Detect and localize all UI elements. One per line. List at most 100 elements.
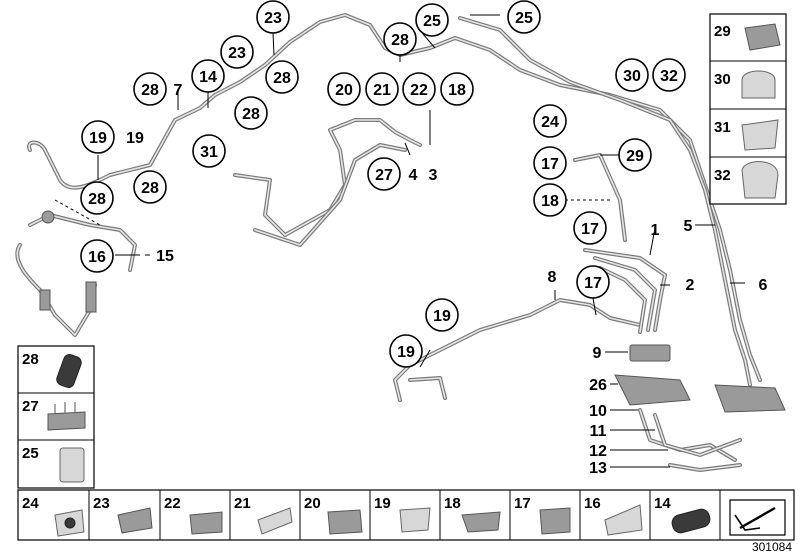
clip-30-icon (741, 70, 776, 99)
clip-29-icon (744, 23, 781, 51)
callout-14: 14 (191, 59, 225, 93)
svg-text:30: 30 (623, 68, 641, 85)
label-5: 5 (684, 218, 693, 235)
legend-30-label: 30 (714, 71, 731, 88)
label-4: 4 (409, 167, 418, 184)
legend-14-label: 14 (654, 495, 671, 512)
callout-27: 27 (367, 157, 401, 191)
legend-20-label: 20 (304, 495, 321, 512)
legend-27-label: 27 (22, 398, 39, 415)
svg-text:29: 29 (626, 148, 644, 165)
legend-28-label: 28 (22, 351, 39, 368)
side-legend: 29 30 31 32 (709, 13, 787, 205)
svg-text:27: 27 (375, 167, 393, 184)
callout-28b: 28 (265, 60, 299, 94)
label-7: 7 (174, 82, 183, 99)
label-1: 1 (651, 222, 660, 239)
hardware-parts-stack (614, 344, 786, 472)
callout-23b: 23 (220, 35, 254, 69)
callout-17a: 17 (533, 146, 567, 180)
lower-center-pipe (393, 298, 642, 402)
center-pipe-run (233, 118, 422, 247)
label-13: 13 (589, 460, 607, 477)
sleeve-28-icon (56, 354, 82, 388)
bracket-26 (614, 374, 691, 406)
clip-17-icon (539, 507, 571, 535)
sleeve-14-icon (671, 508, 711, 534)
legend-18-label: 18 (444, 495, 461, 512)
arrow-head-icon (734, 514, 761, 531)
label-2: 2 (686, 277, 695, 294)
clip-23-icon (117, 507, 153, 534)
label-11: 11 (590, 423, 607, 440)
legend-17-label: 17 (514, 495, 531, 512)
callout-32: 32 (652, 58, 686, 92)
legend-19-label: 19 (374, 495, 391, 512)
clip-20-icon (327, 509, 363, 535)
svg-text:17: 17 (541, 156, 559, 173)
svg-text:23: 23 (264, 10, 282, 27)
callout-30: 30 (615, 58, 649, 92)
arrow-line-icon (739, 506, 776, 530)
label-8: 8 (548, 269, 557, 286)
clip-21-icon (257, 507, 293, 535)
label-10: 10 (589, 403, 607, 420)
clip-22-icon (189, 511, 223, 535)
svg-text:25: 25 (515, 10, 533, 27)
svg-text:19: 19 (89, 130, 107, 147)
legend-32-label: 32 (714, 167, 731, 184)
label-3: 3 (429, 167, 438, 184)
legend-16-label: 16 (584, 495, 601, 512)
drawing-number: 301084 (751, 540, 792, 554)
callout-17b: 17 (573, 211, 607, 245)
bottom-legend: 24 23 22 21 20 19 18 17 16 14 (17, 489, 795, 541)
svg-text:28: 28 (242, 106, 260, 123)
callout-25b: 25 (507, 0, 541, 34)
label-12: 12 (589, 443, 607, 460)
svg-text:17: 17 (581, 221, 599, 238)
legend-22-label: 22 (164, 495, 181, 512)
svg-text:19: 19 (433, 308, 451, 325)
svg-text:28: 28 (141, 82, 159, 99)
grommet-24-hole-icon (64, 517, 76, 529)
callout-28f: 28 (133, 170, 167, 204)
svg-text:23: 23 (228, 45, 246, 62)
clip-27-icon (47, 402, 86, 431)
callout-28a: 28 (383, 22, 417, 56)
leader-lines (54, 14, 745, 468)
callout-16: 16 (80, 239, 114, 273)
label-6: 6 (759, 277, 768, 294)
callouts-plain: 7 19 4 3 1 5 2 6 8 9 26 10 11 12 13 15 (126, 82, 767, 477)
callout-19c: 19 (389, 334, 423, 368)
svg-text:14: 14 (199, 69, 217, 86)
bracket-16-icon (604, 504, 643, 536)
callout-24: 24 (533, 104, 567, 138)
label-15: 15 (156, 248, 174, 265)
callout-25a: 25 (415, 3, 449, 37)
callout-21: 21 (365, 72, 399, 106)
legend-25-label: 25 (22, 445, 39, 462)
svg-text:17: 17 (584, 275, 602, 292)
label-19: 19 (126, 130, 144, 147)
svg-text:31: 31 (200, 144, 218, 161)
callout-20: 20 (327, 72, 361, 106)
callouts-circled: 23 25 28 25 28 23 28 14 28 19 31 20 21 2… (80, 0, 686, 368)
svg-text:25: 25 (423, 13, 441, 30)
legend-23-label: 23 (93, 495, 110, 512)
left-hose-assembly (15, 210, 137, 337)
svg-text:20: 20 (335, 82, 353, 99)
label-26: 26 (589, 377, 607, 394)
callout-28c: 28 (234, 96, 268, 130)
callout-18b: 18 (533, 183, 567, 217)
clip-19-icon (399, 507, 431, 533)
legend-31-label: 31 (714, 119, 731, 136)
svg-text:24: 24 (541, 114, 559, 131)
callout-17c: 17 (576, 265, 610, 299)
clip-holder-9 (629, 344, 671, 362)
svg-text:32: 32 (660, 68, 678, 85)
spacer-25-icon (59, 447, 85, 483)
legend-29-label: 29 (714, 23, 731, 40)
svg-text:28: 28 (88, 191, 106, 208)
callout-28d: 28 (133, 72, 167, 106)
